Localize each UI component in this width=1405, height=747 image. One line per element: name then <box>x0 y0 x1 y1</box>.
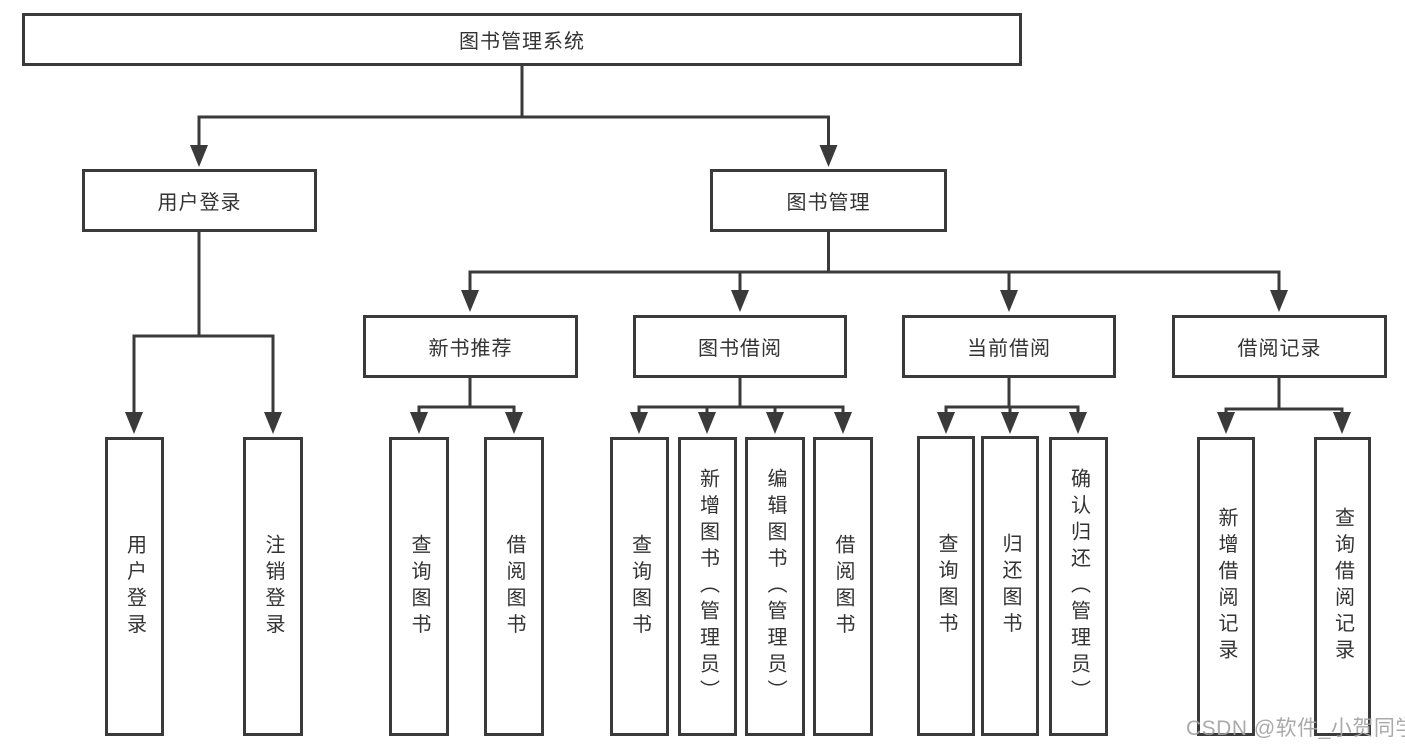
node-borrow-records-label: 借阅记录 <box>1237 338 1322 360</box>
node-br-query-record-label: 查询借阅记录 <box>1331 507 1354 666</box>
node-nbr-borrow-books: 借阅图书 <box>484 437 544 736</box>
node-br-add-record: 新增借阅记录 <box>1197 437 1255 736</box>
node-root-system: 图书管理系统 <box>22 13 1022 66</box>
node-root-system-label: 图书管理系统 <box>459 31 585 53</box>
arrowheads <box>125 145 1351 434</box>
node-user-login: 用户登录 <box>82 169 317 232</box>
node-bb-add-books-admin: 新增图书（管理员） <box>678 437 737 736</box>
node-current-borrow-label: 当前借阅 <box>967 338 1051 360</box>
node-bb-edit-books-admin: 编辑图书（管理员） <box>745 437 805 736</box>
node-borrow-records: 借阅记录 <box>1172 315 1387 378</box>
node-bb-add-books-admin-label: 新增图书（管理员） <box>696 467 719 706</box>
node-bb-query-books: 查询图书 <box>610 437 669 736</box>
node-nbr-borrow-books-label: 借阅图书 <box>503 533 525 640</box>
node-book-borrow: 图书借阅 <box>633 315 847 378</box>
node-cb-confirm-return-admin: 确认归还（管理员） <box>1049 437 1108 736</box>
node-cb-confirm-return-admin-label: 确认归还（管理员） <box>1067 467 1090 706</box>
node-ul-user-login: 用户登录 <box>105 437 164 736</box>
node-new-book-recommend: 新书推荐 <box>363 315 578 378</box>
watermark: CSDN @软件_小贺同学 <box>1186 717 1405 740</box>
node-ul-logout-label: 注销登录 <box>262 533 284 640</box>
node-user-login-label: 用户登录 <box>157 192 242 214</box>
node-book-management: 图书管理 <box>710 169 947 232</box>
node-nbr-query-books-label: 查询图书 <box>408 533 430 640</box>
node-bb-borrow-books: 借阅图书 <box>813 437 873 736</box>
node-cb-query-books-label: 查询图书 <box>935 533 957 639</box>
node-bb-query-books-label: 查询图书 <box>628 533 651 640</box>
node-cb-query-books: 查询图书 <box>917 436 975 736</box>
node-cb-return-books-label: 归还图书 <box>999 533 1021 639</box>
node-new-book-recommend-label: 新书推荐 <box>428 338 513 360</box>
node-cb-return-books: 归还图书 <box>981 436 1039 736</box>
node-ul-logout: 注销登录 <box>243 437 303 736</box>
node-ul-user-login-label: 用户登录 <box>123 533 146 640</box>
node-book-borrow-label: 图书借阅 <box>698 338 782 360</box>
node-br-add-record-label: 新增借阅记录 <box>1215 507 1237 666</box>
node-nbr-query-books: 查询图书 <box>389 437 449 736</box>
node-bb-edit-books-admin-label: 编辑图书（管理员） <box>764 467 786 706</box>
node-br-query-record: 查询借阅记录 <box>1314 437 1371 736</box>
node-current-borrow: 当前借阅 <box>902 315 1116 378</box>
node-bb-borrow-books-label: 借阅图书 <box>832 533 854 640</box>
node-book-management-label: 图书管理 <box>786 192 871 214</box>
